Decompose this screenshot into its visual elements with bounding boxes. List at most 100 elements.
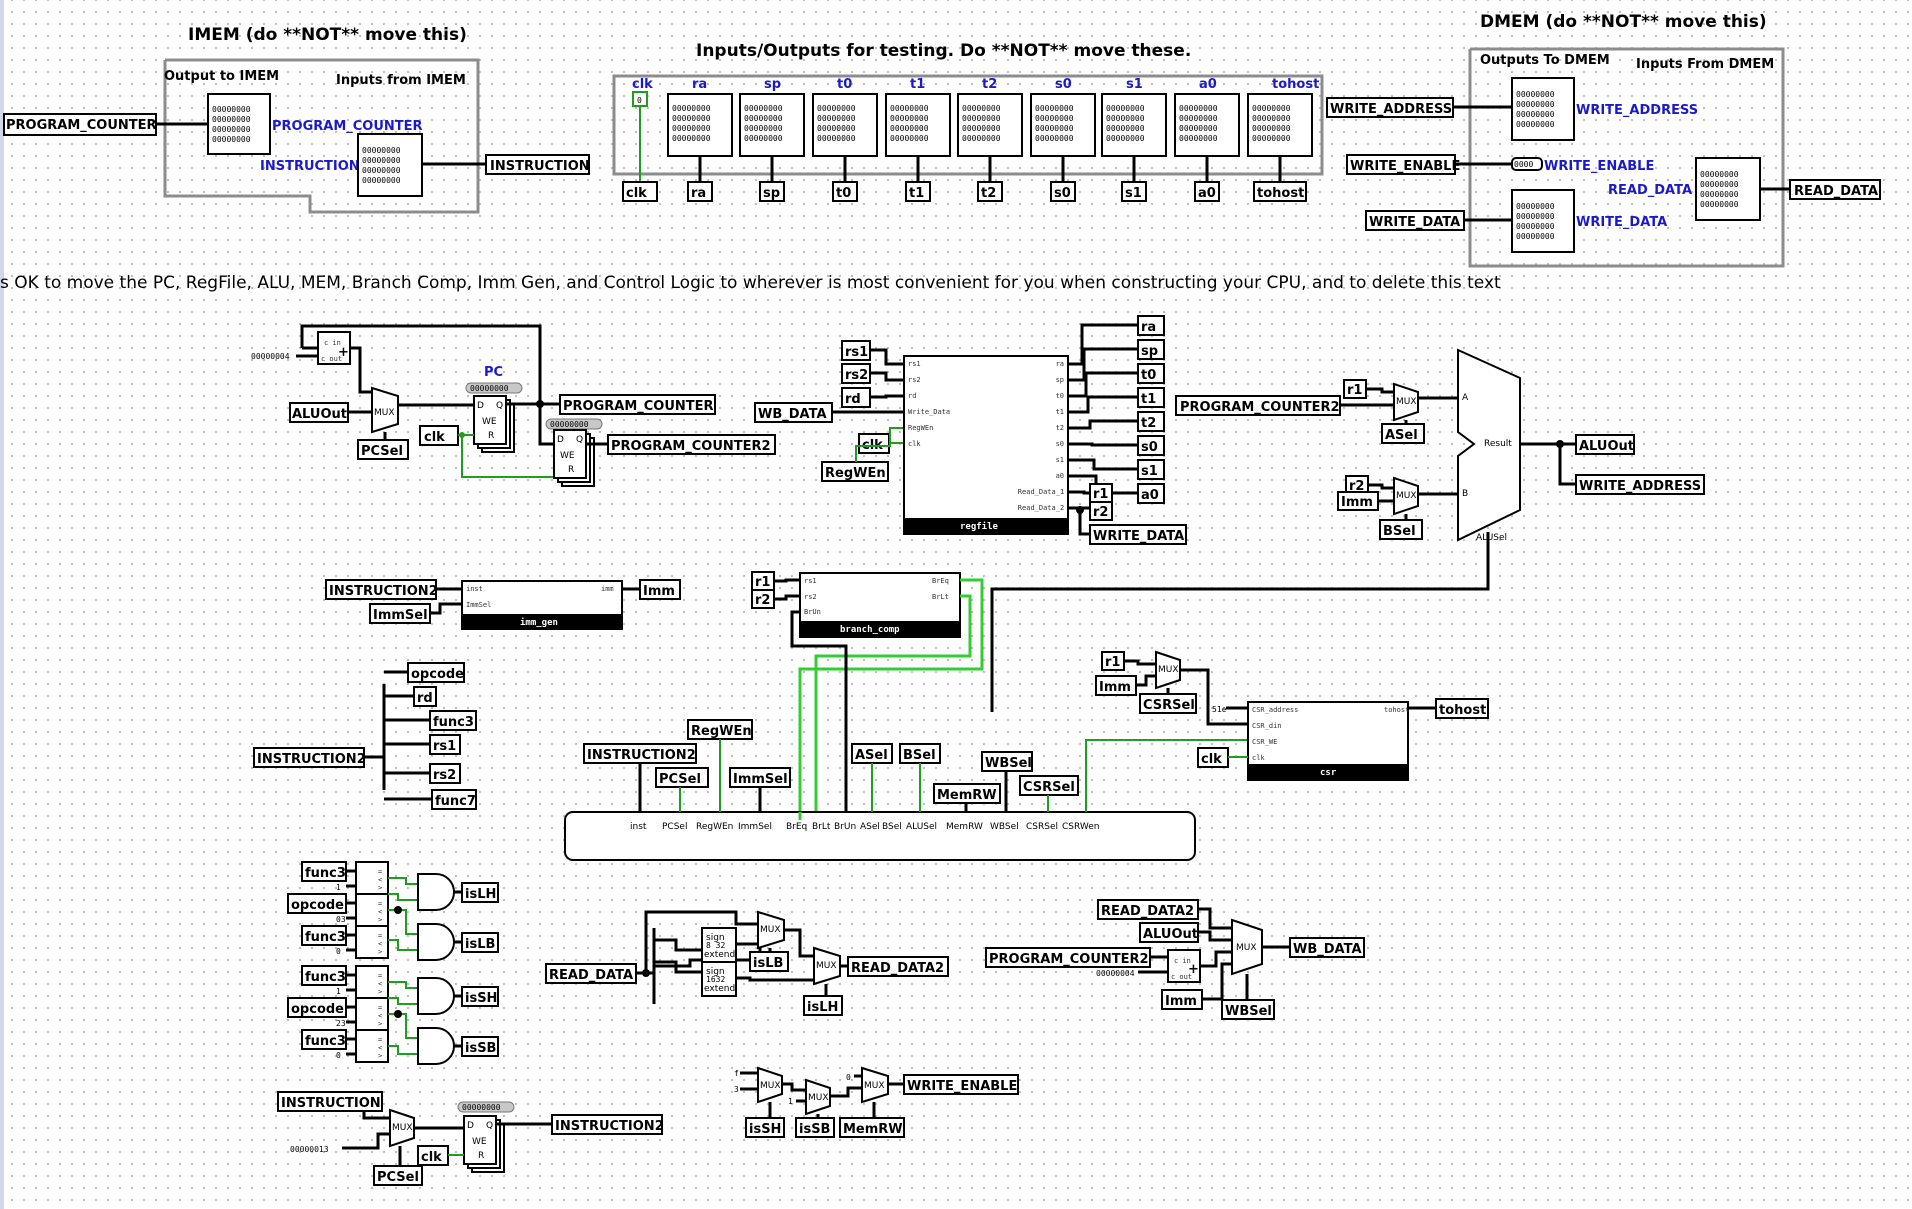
svg-text:00000013: 00000013 — [290, 1145, 329, 1154]
io-tunnel-sp[interactable] — [759, 181, 785, 202]
ls-comparator-0 — [355, 861, 389, 895]
splitter-out-func3[interactable] — [429, 710, 477, 731]
io-tunnel-clk[interactable] — [622, 181, 658, 202]
svg-text:00000000: 00000000 — [744, 104, 783, 113]
svg-text:RegWEn: RegWEn — [825, 466, 886, 481]
ir-reg-value: 00000000 — [462, 1103, 501, 1112]
rf-port-Write_Data: Write_Data — [908, 408, 950, 416]
ls-out-islh-label: isLH — [465, 887, 496, 902]
csr-tohost-tunnel[interactable] — [1435, 698, 1489, 719]
svg-text:ImmSel: ImmSel — [466, 601, 491, 609]
svg-text:00000000: 00000000 — [1106, 134, 1145, 143]
io-tunnel-tohost[interactable] — [1253, 181, 1307, 202]
svg-text:00000000: 00000000 — [1700, 200, 1739, 209]
rd-islb-tunnel[interactable] — [749, 951, 789, 972]
svg-text:00000000: 00000000 — [1516, 232, 1555, 241]
we-out-tunnel[interactable] — [903, 1074, 1019, 1095]
rf-writedata-tunnel[interactable] — [1089, 524, 1187, 545]
ls-out-issb[interactable] — [461, 1036, 499, 1057]
svg-text:MUX: MUX — [808, 1093, 829, 1103]
rf-out-sp[interactable] — [1137, 339, 1165, 360]
csr-csrsel-tunnel[interactable] — [1139, 693, 1197, 714]
ls-out-issh[interactable] — [461, 986, 499, 1007]
rf-out-s1[interactable] — [1137, 459, 1165, 480]
immgen-imm-tunnel[interactable] — [639, 579, 681, 600]
dmem-wd-pin[interactable] — [1511, 189, 1575, 253]
splitter-out-rs2[interactable] — [429, 763, 461, 784]
rf-out-s0-label: s0 — [1141, 440, 1158, 455]
io-tunnel-ra[interactable] — [687, 181, 713, 202]
ls-out-islb[interactable] — [461, 932, 499, 953]
ir-pcsel-tunnel[interactable] — [373, 1165, 423, 1186]
svg-text:r2: r2 — [1349, 479, 1364, 494]
alu-asel-tunnel[interactable] — [1381, 423, 1425, 444]
alu-write-address-tunnel[interactable] — [1575, 474, 1705, 495]
we-issb-tunnel[interactable] — [795, 1117, 835, 1138]
rf-out-ra[interactable] — [1137, 315, 1165, 336]
io-probe-t2 — [957, 93, 1023, 157]
rd-out-tunnel[interactable] — [847, 956, 949, 977]
svg-text:00000000: 00000000 — [362, 166, 401, 175]
io-tunnel-t1[interactable] — [905, 181, 931, 202]
io-tunnel-a0[interactable] — [1194, 181, 1220, 202]
imem-instr-pin[interactable] — [357, 133, 423, 197]
splitter-out-func7-label: func7 — [435, 794, 476, 809]
pc-pcsel-tunnel[interactable] — [357, 439, 409, 460]
rf-r2-tunnel[interactable] — [1089, 501, 1113, 521]
io-tunnel-t2[interactable] — [977, 181, 1003, 202]
imem-pc-pin[interactable] — [207, 93, 271, 155]
svg-text:00000000: 00000000 — [212, 115, 251, 124]
regfile-block — [903, 355, 1069, 535]
svg-text:WRITE_ADDRESS: WRITE_ADDRESS — [1579, 479, 1701, 494]
svg-text:>: > — [378, 1020, 382, 1028]
ir-instr-tunnel[interactable] — [277, 1091, 383, 1112]
svg-text:c out: c out — [1171, 973, 1192, 981]
wb-out-tunnel[interactable] — [1289, 937, 1365, 958]
svg-text:00000000: 00000000 — [890, 134, 929, 143]
svg-text:00000000: 00000000 — [1035, 104, 1074, 113]
ir-out-tunnel[interactable] — [551, 1114, 663, 1135]
imem-instr-tunnel[interactable] — [485, 154, 590, 175]
wb-wbsel-tunnel[interactable] — [1221, 999, 1275, 1020]
svg-text:MUX: MUX — [1158, 665, 1179, 675]
svg-text:B: B — [1462, 489, 1468, 499]
splitter-out-rd[interactable] — [413, 686, 437, 707]
dmem-rd-pin[interactable] — [1695, 157, 1761, 221]
ctrl-pcsel-tunnel[interactable] — [655, 767, 709, 788]
pc2-reg-value: 00000000 — [550, 420, 589, 429]
alu-bsel-tunnel[interactable] — [1379, 519, 1423, 540]
pc-out2-tunnel[interactable] — [607, 434, 776, 455]
canvas-left-scrollbar[interactable] — [0, 0, 4, 1209]
rf-out-t2[interactable] — [1137, 411, 1165, 432]
pc-const4: 00000004 — [251, 352, 290, 361]
ls-const-2: 0 — [336, 947, 341, 956]
rd-islh-tunnel[interactable] — [803, 995, 843, 1016]
io-probe-a0 — [1174, 93, 1240, 157]
alu-aluout-tunnel[interactable] — [1575, 434, 1635, 455]
svg-text:Imm: Imm — [1165, 994, 1197, 1009]
dmem-we-pin-label: WRITE_ENABLE — [1544, 159, 1654, 174]
dmem-rd-tunnel[interactable] — [1789, 179, 1881, 200]
we-memrw-tunnel[interactable] — [839, 1117, 905, 1138]
ls-out-islh[interactable] — [461, 882, 499, 903]
io-tunnel-s0-label: s0 — [1054, 186, 1071, 201]
we-issh-tunnel[interactable] — [745, 1117, 785, 1138]
rf-out-t0[interactable] — [1137, 363, 1165, 384]
rf-out-a0[interactable] — [1137, 483, 1165, 504]
rf-input-rd-label: rd — [845, 392, 861, 407]
io-tunnel-s1[interactable] — [1121, 181, 1147, 202]
rf-out-t1[interactable] — [1137, 387, 1165, 408]
io-tunnel-t0[interactable] — [832, 181, 858, 202]
svg-text:r1: r1 — [1093, 487, 1108, 502]
splitter-out-func7[interactable] — [431, 789, 477, 810]
io-tunnel-s0[interactable] — [1050, 181, 1076, 202]
pc-out1-tunnel[interactable] — [559, 394, 716, 415]
svg-text:CSR_address: CSR_address — [1252, 706, 1298, 714]
dmem-we-pin[interactable] — [1511, 157, 1543, 171]
rf-out-s0[interactable] — [1137, 435, 1165, 456]
svg-text:00000000: 00000000 — [744, 134, 783, 143]
splitter-out-rs1[interactable] — [429, 734, 461, 755]
dmem-boundary — [1468, 47, 1785, 268]
splitter-out-opcode[interactable] — [407, 662, 465, 683]
dmem-wa-pin[interactable] — [1511, 77, 1575, 141]
